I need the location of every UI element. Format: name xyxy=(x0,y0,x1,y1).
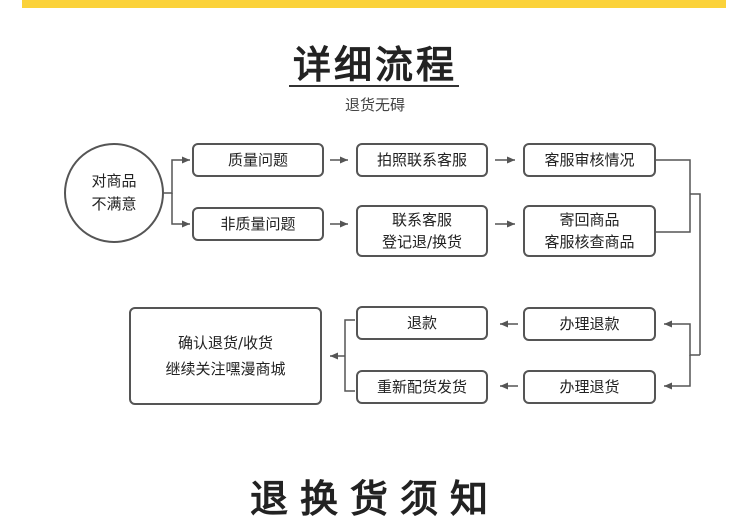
cs-review-label: 客服审核情况 xyxy=(544,151,635,169)
next-section-title: 退换货须知 xyxy=(249,477,500,521)
send-back-line2: 客服核查商品 xyxy=(544,233,635,251)
cs-review-box: 客服审核情况 xyxy=(523,143,656,177)
non-quality-issue-label: 非质量问题 xyxy=(220,215,296,233)
page-subtitle: 退货无碍 xyxy=(344,96,405,114)
final-confirm-line1: 确认退货/收货 xyxy=(177,334,274,352)
page-title: 详细流程 xyxy=(292,43,457,87)
start-node-line2: 不满意 xyxy=(91,195,137,213)
process-refund-box: 办理退款 xyxy=(523,307,656,341)
title-underline xyxy=(289,85,459,87)
photo-contact-label: 拍照联系客服 xyxy=(376,151,467,169)
top-accent-stripe xyxy=(22,0,726,8)
process-return-box: 办理退货 xyxy=(523,370,656,404)
quality-issue-label: 质量问题 xyxy=(227,151,288,169)
refund-label: 退款 xyxy=(406,314,437,332)
send-back-box: 寄回商品 客服核查商品 xyxy=(523,205,656,257)
quality-issue-box: 质量问题 xyxy=(192,143,324,177)
start-node-unsatisfied: 对商品 不满意 xyxy=(64,143,164,243)
reship-box: 重新配货发货 xyxy=(356,370,488,404)
contact-cs-box: 联系客服 登记退/换货 xyxy=(356,205,488,257)
contact-cs-line2: 登记退/换货 xyxy=(381,233,463,251)
non-quality-issue-box: 非质量问题 xyxy=(192,207,324,241)
reship-label: 重新配货发货 xyxy=(376,378,467,396)
refund-box: 退款 xyxy=(356,306,488,340)
send-back-line1: 寄回商品 xyxy=(559,211,620,229)
process-refund-label: 办理退款 xyxy=(559,315,620,333)
final-confirm-line2: 继续关注嘿漫商城 xyxy=(165,360,286,378)
contact-cs-line1: 联系客服 xyxy=(391,211,452,229)
start-node-line1: 对商品 xyxy=(91,172,137,190)
final-confirm-box: 确认退货/收货 继续关注嘿漫商城 xyxy=(129,307,322,405)
photo-contact-box: 拍照联系客服 xyxy=(356,143,488,177)
process-return-label: 办理退货 xyxy=(559,378,620,396)
flow-connectors xyxy=(164,156,701,392)
